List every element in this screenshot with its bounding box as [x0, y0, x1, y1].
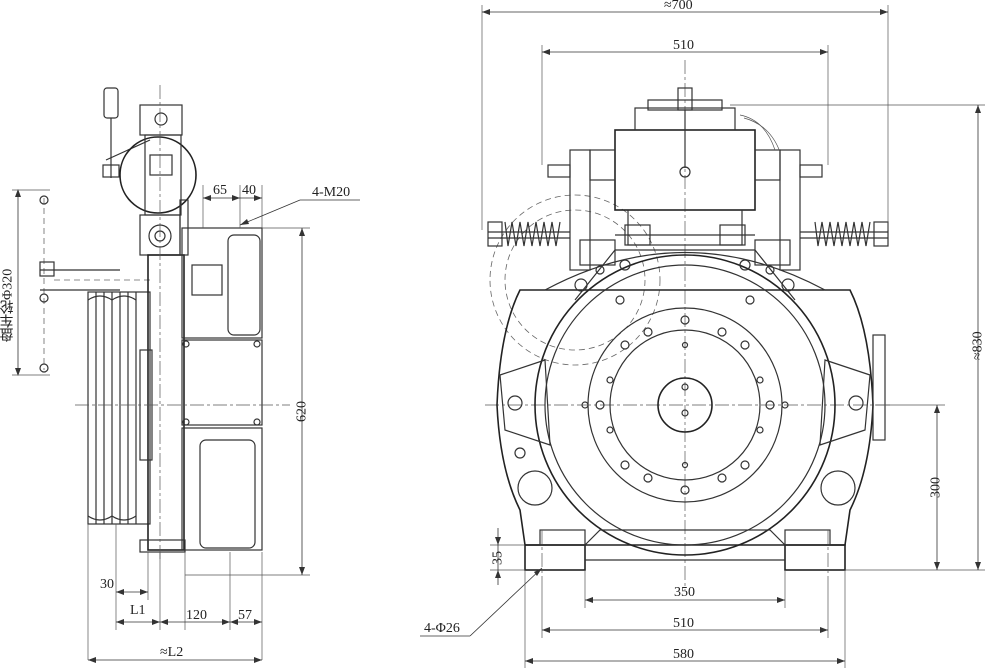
dim-L2: ≈L2 [160, 645, 183, 660]
brake-release-handle [102, 87, 151, 178]
motor-housing [496, 249, 886, 556]
handwheel-dimension [12, 189, 50, 376]
dim-510-top: 510 [673, 38, 694, 53]
thread-note: 4-M20 [312, 185, 350, 200]
bolt-circle [581, 315, 789, 495]
dim-120: 120 [186, 608, 207, 623]
side-height-dimension [185, 227, 310, 576]
dim-830-line [730, 104, 985, 571]
handwheel-note: 盘车轮Φ320 [0, 269, 16, 343]
dim-57: 57 [238, 608, 252, 623]
brake-springs [487, 221, 889, 247]
bolt-note: 4-Φ26 [424, 621, 460, 636]
dim-510-bottom: 510 [673, 616, 694, 631]
dim-30: 30 [100, 577, 114, 592]
brake-housing [119, 104, 197, 256]
dim-580: 580 [673, 647, 694, 662]
dim-300: 300 [929, 477, 944, 498]
dim-700-line [481, 5, 889, 230]
dim-65: 65 [213, 183, 227, 198]
dim-L1: L1 [130, 603, 146, 618]
dim-510-bottom-line [541, 580, 829, 638]
dim-35: 35 [491, 551, 506, 565]
side-bottom-dimensions [87, 524, 263, 663]
handwheel-outline [39, 195, 150, 373]
dim-35-line [490, 528, 525, 585]
thread-leader [239, 199, 360, 226]
dim-620: 620 [295, 401, 310, 422]
side-view: 盘车轮Φ320 [0, 85, 360, 663]
dim-300-line [875, 404, 945, 570]
side-top-dimensions [202, 185, 263, 228]
front-view: ≈700 510 ≈830 300 [420, 0, 986, 668]
bolt-leader [420, 567, 543, 637]
dim-350: 350 [674, 585, 695, 600]
dim-830: ≈830 [971, 331, 986, 360]
base-frame [524, 529, 846, 580]
dim-510-top-line [541, 45, 829, 165]
brake-assembly [547, 87, 823, 271]
dim-580-line [524, 570, 846, 668]
sheave-dashed-outline [489, 194, 661, 366]
motor-frame [139, 199, 263, 553]
dim-350-line [584, 570, 786, 608]
dim-700: ≈700 [664, 0, 693, 13]
dim-40: 40 [242, 183, 256, 198]
traction-sheave [87, 291, 151, 525]
